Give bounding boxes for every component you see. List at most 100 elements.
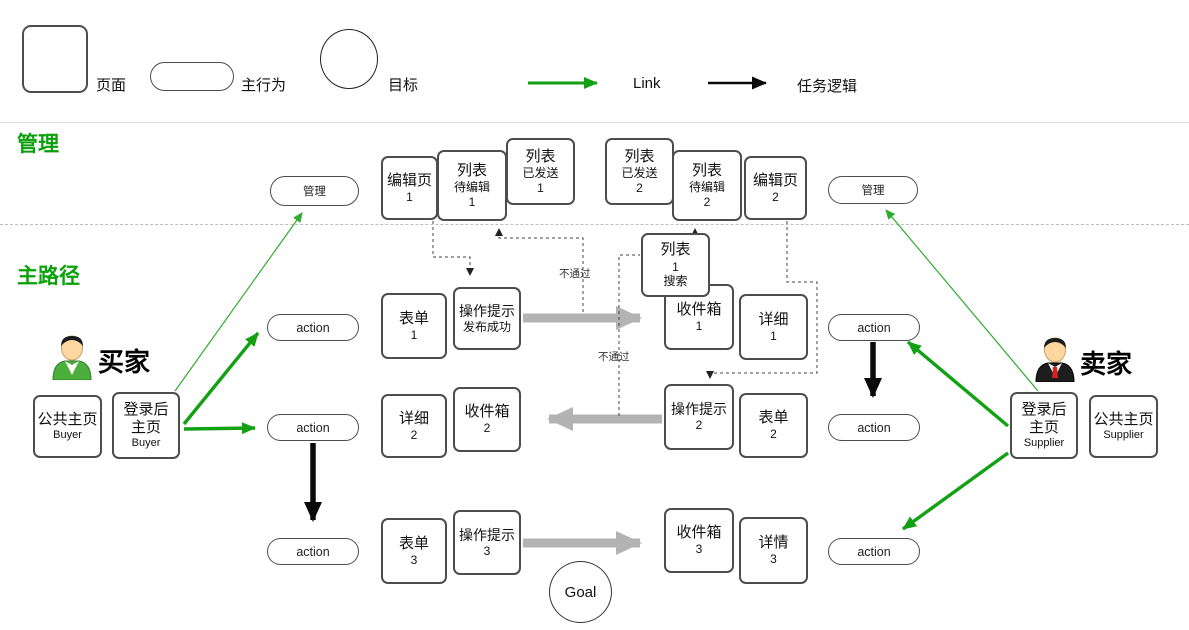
manage-pill-seller-label: 管理 — [861, 185, 885, 197]
legend-main-action-shape — [150, 62, 234, 91]
legend-divider — [0, 122, 1189, 123]
node-label: 表单 — [398, 309, 429, 327]
node-label: 表单 — [758, 409, 789, 427]
node-sublabel: Buyer — [53, 428, 82, 441]
node-sublabel: 待编辑 — [688, 180, 725, 195]
node-detail-2[interactable]: 详细 2 — [381, 394, 447, 458]
node-public-home-supplier[interactable]: 公共主页 Supplier — [1089, 395, 1158, 458]
action-pill-label: action — [857, 420, 891, 435]
node-edit-page-2[interactable]: 编辑页 2 — [744, 156, 807, 220]
node-number: 1 — [695, 318, 703, 333]
legend-goal-shape — [320, 29, 378, 89]
node-number: 1 — [770, 328, 777, 343]
node-label: 列表 — [624, 147, 655, 165]
action-pill-buyer-top[interactable]: action — [267, 314, 359, 341]
node-number: 1 — [410, 327, 418, 342]
link-buyer-home-to-action-top — [182, 331, 260, 426]
node-label: 操作提示 — [671, 401, 727, 418]
fail-label-2: 不通过 — [597, 349, 631, 364]
legend-page-label: 页面 — [96, 77, 127, 94]
node-list-sent-2[interactable]: 列表 已发送 2 — [605, 138, 674, 205]
action-pill-label: action — [296, 544, 330, 559]
node-label: 登录后 — [123, 400, 169, 418]
node-label: 编辑页 — [386, 171, 432, 189]
action-pill-seller-bottom[interactable]: action — [828, 538, 920, 565]
node-tip-publish-success[interactable]: 操作提示 发布成功 — [453, 287, 521, 350]
node-sublabel: 待编辑 — [453, 180, 490, 195]
node-number: 1 — [672, 259, 679, 274]
legend-page-shape — [22, 25, 88, 93]
manage-pill-seller[interactable]: 管理 — [828, 176, 918, 204]
node-label: 公共主页 — [1093, 410, 1154, 428]
node-sublabel: Supplier — [1023, 437, 1065, 450]
node-label: 公共主页 — [37, 410, 98, 428]
node-list-pending-2[interactable]: 列表 待编辑 2 — [672, 150, 742, 221]
node-inbox-2[interactable]: 收件箱 2 — [453, 387, 521, 452]
node-number: 3 — [695, 542, 703, 557]
node-detail-3[interactable]: 详情 3 — [739, 517, 808, 584]
link-supplier-home-to-manage — [885, 209, 1039, 392]
action-pill-buyer-mid[interactable]: action — [267, 414, 359, 441]
node-number: 1 — [537, 180, 544, 195]
manage-pill-buyer[interactable]: 管理 — [270, 176, 359, 206]
node-label: 登录后 — [1021, 400, 1067, 418]
action-pill-seller-mid[interactable]: action — [828, 414, 920, 441]
node-tip-3[interactable]: 操作提示 3 — [453, 510, 521, 575]
action-pill-buyer-bottom[interactable]: action — [267, 538, 359, 565]
seller-avatar-icon — [1035, 337, 1075, 382]
node-label: 列表 — [660, 241, 691, 259]
node-logged-home-supplier[interactable]: 登录后 主页 Supplier — [1010, 392, 1078, 459]
manage-pill-buyer-label: 管理 — [303, 186, 326, 198]
node-list-pending-1[interactable]: 列表 待编辑 1 — [437, 150, 507, 221]
node-sublabel: Buyer — [131, 437, 161, 450]
node-tip-2[interactable]: 操作提示 2 — [664, 384, 734, 450]
legend-goal-label: 目标 — [388, 77, 419, 94]
node-label: 列表 — [456, 161, 487, 179]
link-supplier-home-to-action-top — [906, 340, 1010, 428]
node-number: 3 — [483, 543, 491, 558]
node-public-home-buyer[interactable]: 公共主页 Buyer — [33, 395, 102, 458]
node-sublabel: 搜索 — [663, 274, 688, 289]
action-pill-label: action — [857, 320, 891, 335]
link-buyer-home-to-action-mid — [183, 422, 256, 435]
node-form-1[interactable]: 表单 1 — [381, 293, 447, 359]
node-label2: 主页 — [130, 418, 161, 436]
buyer-avatar-icon — [52, 335, 92, 380]
node-number: 2 — [772, 189, 779, 204]
node-number: 2 — [410, 427, 418, 442]
node-list-sent-1[interactable]: 列表 已发送 1 — [506, 138, 575, 205]
node-label: 表单 — [398, 534, 429, 552]
action-pill-label: action — [296, 320, 330, 335]
node-number: 1 — [406, 189, 413, 204]
node-edit-page-1[interactable]: 编辑页 1 — [381, 156, 438, 220]
legend-link-label: Link — [633, 75, 661, 92]
node-label: 编辑页 — [752, 171, 798, 189]
node-logged-home-buyer[interactable]: 登录后 主页 Buyer — [112, 392, 180, 459]
legend-task-logic-label: 任务逻辑 — [797, 78, 858, 95]
section-management-label: 管理 — [17, 133, 59, 156]
node-number: 2 — [770, 427, 777, 442]
buyer-name-label: 买家 — [98, 347, 151, 377]
dash-fail-to-list1-search — [618, 254, 640, 416]
section-main-path-label: 主路径 — [17, 265, 80, 288]
node-sublabel: 发布成功 — [462, 319, 511, 334]
action-pill-seller-top[interactable]: action — [828, 314, 920, 341]
node-sublabel: 已发送 — [522, 166, 559, 181]
node-number: 3 — [770, 552, 777, 567]
node-form-2[interactable]: 表单 2 — [739, 393, 808, 458]
node-detail-1[interactable]: 详细 1 — [739, 294, 808, 360]
node-number: 2 — [695, 418, 703, 433]
goal-node[interactable]: Goal — [549, 561, 612, 623]
node-list-1-search[interactable]: 列表 1 搜索 — [641, 233, 710, 297]
seller-name-label: 卖家 — [1080, 349, 1133, 379]
node-form-3[interactable]: 表单 3 — [381, 518, 447, 584]
node-inbox-3[interactable]: 收件箱 3 — [664, 508, 734, 573]
node-label: 操作提示 — [459, 302, 515, 319]
node-number: 3 — [410, 552, 418, 567]
node-label: 详情 — [758, 534, 789, 552]
node-label: 列表 — [691, 161, 722, 179]
node-label: 详细 — [398, 409, 429, 427]
node-label: 列表 — [525, 147, 556, 165]
action-pill-label: action — [857, 544, 891, 559]
